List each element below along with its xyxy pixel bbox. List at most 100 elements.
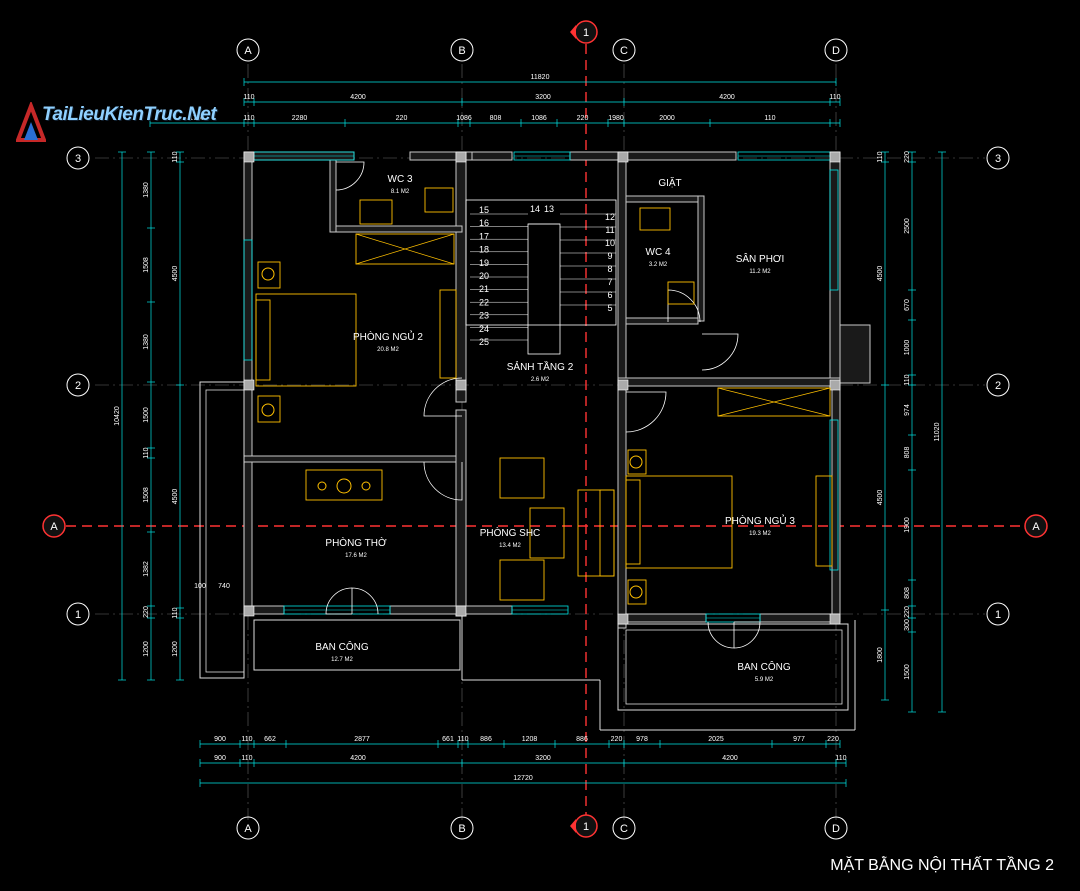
altar-table (305, 469, 383, 501)
dim-left-1-text: 1200 (143, 641, 150, 657)
dim-top-2-text: 1086 (456, 115, 472, 122)
axis-bubble-2 (66, 373, 90, 397)
axis-label-B: B (458, 45, 465, 57)
dim-right-1-text: 808 (904, 587, 911, 599)
wall (831, 385, 841, 617)
dim-bottom-1-text: 662 (264, 736, 276, 743)
axis-bubble-C (612, 38, 636, 62)
axis-label-A: A (244, 823, 252, 835)
dim-bottom-2-text: 3200 (535, 755, 551, 762)
stair-number: 10 (605, 238, 615, 248)
column (243, 151, 255, 163)
column (243, 605, 255, 617)
axis-label-1: 1 (75, 609, 81, 621)
dim-bottom-1-text: 886 (576, 736, 588, 743)
axis-label-1: 1 (995, 609, 1001, 621)
stair-number: 16 (479, 218, 489, 228)
balcony-right (617, 623, 849, 711)
cup-icon (317, 481, 327, 491)
dim-top-total-text: 11820 (531, 74, 550, 81)
stair-number: 24 (479, 324, 489, 334)
dim-top-1-text: 3200 (535, 94, 551, 101)
bed-headboard (255, 299, 271, 381)
axis-bubble-3 (986, 146, 1010, 170)
axis-label-3: 3 (75, 153, 81, 165)
dim-top-2-text: 2000 (659, 115, 675, 122)
dim-bottom-1-text: 661 (442, 736, 454, 743)
wall (461, 605, 513, 615)
column (829, 379, 841, 391)
axis-label-2: 2 (75, 380, 81, 392)
door-drying (701, 333, 739, 371)
axis-label-3: 3 (995, 153, 1001, 165)
stair-number: 17 (479, 231, 489, 241)
armchair (499, 559, 545, 601)
column (617, 613, 629, 625)
wall (697, 195, 705, 322)
dim-bottom-2-text: 4200 (722, 755, 738, 762)
wall (455, 409, 467, 617)
cup-icon (361, 481, 371, 491)
dim-top-1-text: 4200 (350, 94, 366, 101)
nightstand (627, 579, 647, 605)
wall (471, 151, 513, 161)
dim-bottom-1-text: 978 (636, 736, 648, 743)
room-area-7: 3.2 M2 (649, 262, 668, 268)
dim-top-1-text: 110 (243, 94, 254, 101)
room-name-0: WC 3 (388, 174, 413, 185)
bed-headboard (625, 479, 641, 565)
dim-right-2-text: 110 (877, 151, 884, 162)
lamp-icon (629, 585, 643, 599)
wall (335, 225, 463, 233)
stair-number: 18 (479, 245, 489, 255)
room-area-2: 17.6 M2 (345, 553, 367, 559)
stair-number: 12 (605, 212, 615, 222)
wall (625, 613, 707, 623)
column (617, 151, 629, 163)
door-worship (423, 461, 463, 501)
dim-left-1-text: 220 (143, 606, 150, 618)
door-balcony-left (325, 587, 353, 615)
dim-bottom-1-text: 2025 (708, 736, 724, 743)
room-name-1: PHÒNG NGỦ 2 (353, 330, 423, 343)
dim-bottom-1-text: 110 (457, 736, 468, 743)
stair-number: 7 (607, 277, 612, 287)
axis-bubble-B (450, 816, 474, 840)
dim-bottom-2-text: 110 (835, 755, 846, 762)
dim-left-1-text: 110 (143, 447, 150, 458)
stair-number: 25 (479, 337, 489, 347)
wall (829, 151, 841, 389)
stair-number: 21 (479, 284, 489, 294)
wall (759, 613, 841, 623)
wall (455, 151, 467, 403)
dim-right-1-text: 2500 (904, 218, 911, 234)
axis-label-D: D (832, 823, 840, 835)
sofa-back (599, 489, 615, 577)
column (455, 151, 467, 163)
dim-top-2-text: 1700 (189, 115, 205, 122)
dim-bottom-2-text: 900 (214, 755, 226, 762)
dim-right-1-text: 110 (904, 374, 911, 385)
stair-number: 14 (530, 204, 540, 214)
bed-bedroom3 (625, 475, 733, 569)
dim-left-2-text: 110 (172, 607, 179, 618)
sink-wc4 (667, 281, 695, 305)
dim-left-2-text: 4500 (172, 489, 179, 505)
dim-top-2-text: 808 (490, 115, 502, 122)
room-area-4: 2.6 M2 (531, 377, 550, 383)
dim-bottom-1-text: 110 (241, 736, 252, 743)
balcony-left-outline (199, 381, 245, 679)
axis-bubble-1 (66, 602, 90, 626)
axis-bubble-2 (986, 373, 1010, 397)
stair-well (527, 223, 561, 355)
axis-bubble-3 (66, 146, 90, 170)
stair-number: 13 (544, 204, 554, 214)
dim-right-2-text: 4500 (877, 490, 884, 506)
dim-top-1-text: 4200 (719, 94, 735, 101)
dim-left-1-text: 1508 (143, 487, 150, 503)
dim-bottom-1-text: 220 (827, 736, 839, 743)
dim-bottom-1-text: 2877 (354, 736, 370, 743)
dim-left-1-text: 1380 (143, 334, 150, 350)
